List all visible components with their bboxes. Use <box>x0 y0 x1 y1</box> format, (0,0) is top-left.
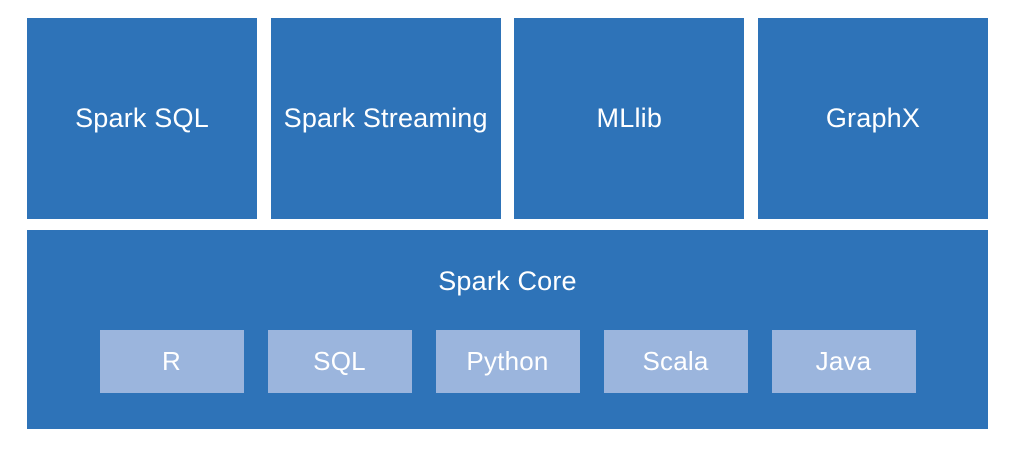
language-box-scala: Scala <box>603 330 748 393</box>
language-label-python: Python <box>466 346 549 376</box>
language-label-r: R <box>162 346 181 376</box>
language-box-java: Java <box>771 330 916 393</box>
module-box-spark-sql: Spark SQL <box>27 18 257 219</box>
language-box-sql: SQL <box>267 330 412 393</box>
module-label-spark-streaming: Spark Streaming <box>283 103 488 133</box>
module-box-spark-streaming: Spark Streaming <box>270 18 501 219</box>
module-label-spark-sql: Spark SQL <box>75 103 209 133</box>
spark-core-box: Spark Core R SQL Python Scala Java <box>27 230 988 429</box>
language-label-scala: Scala <box>642 346 709 376</box>
module-label-mllib: MLlib <box>596 103 663 133</box>
language-box-r: R <box>99 330 244 393</box>
language-label-java: Java <box>815 346 872 376</box>
module-box-graphx: GraphX <box>757 18 988 219</box>
language-label-sql: SQL <box>313 346 366 376</box>
spark-core-label: Spark Core <box>438 266 577 296</box>
languages-row: R SQL Python Scala Java <box>27 330 988 393</box>
top-modules-row: Spark SQL Spark Streaming MLlib GraphX <box>27 18 988 219</box>
language-box-python: Python <box>435 330 580 393</box>
module-box-mllib: MLlib <box>514 18 745 219</box>
module-label-graphx: GraphX <box>825 103 921 133</box>
